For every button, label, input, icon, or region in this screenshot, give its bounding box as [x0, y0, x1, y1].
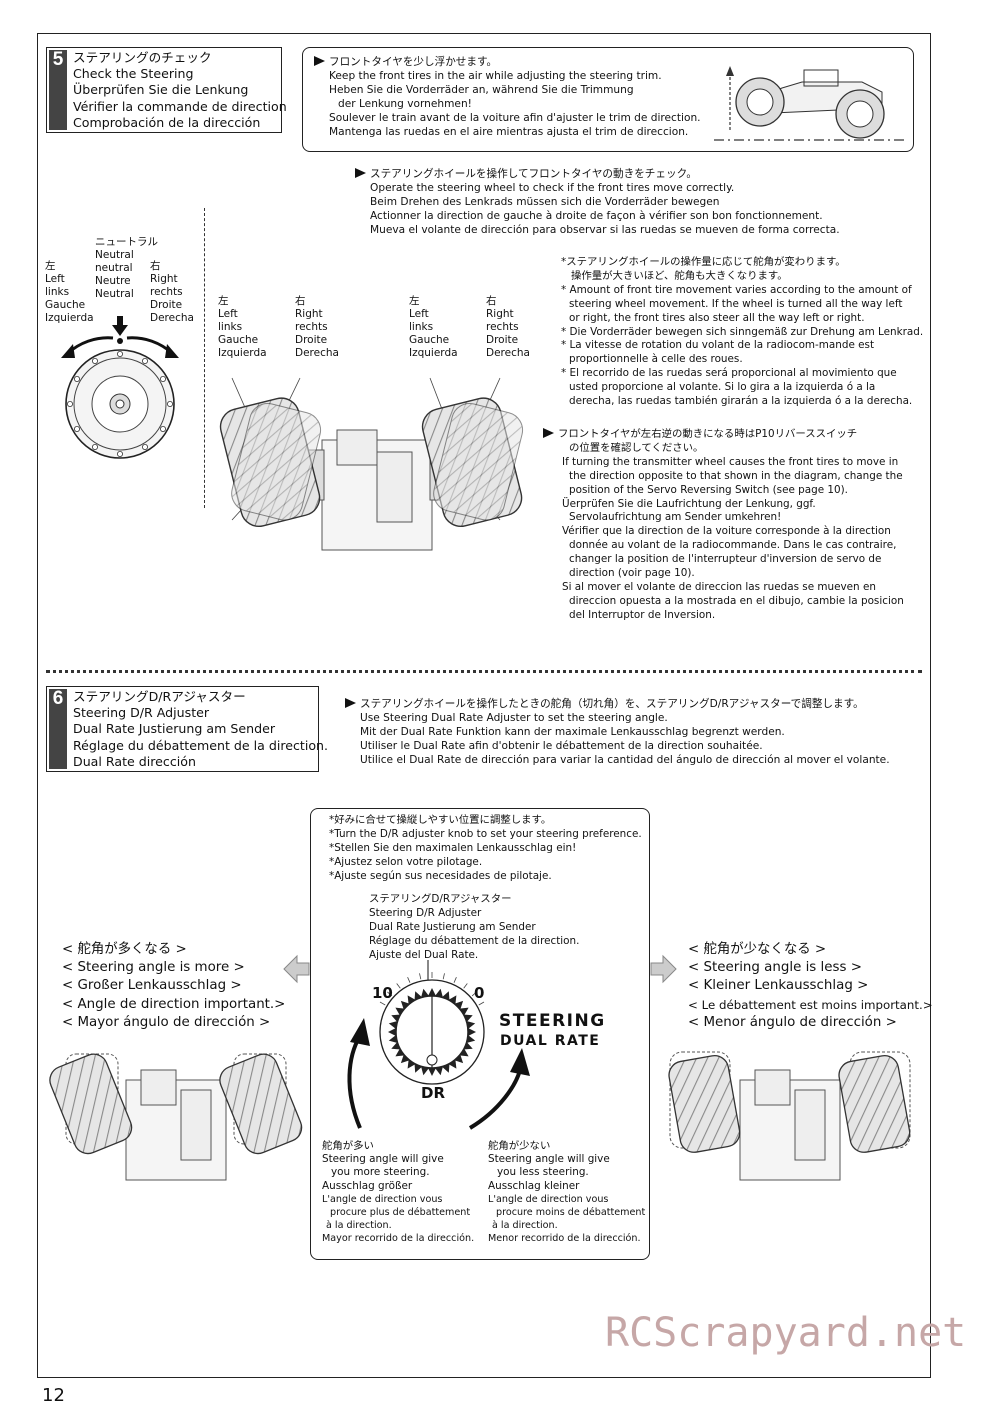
- step6-title-es: Dual Rate dirección: [73, 753, 196, 769]
- dial-tick: [471, 991, 477, 997]
- more-steering-note: 舵角が多い Steering angle will give you more …: [322, 1140, 475, 1245]
- step5-number: 5: [49, 49, 67, 130]
- arrow-bullet-icon: [355, 168, 366, 178]
- steering-less-label: < 舵角が少なくなる >< Steering angle is less >< …: [688, 942, 933, 1030]
- section-divider: [46, 670, 922, 673]
- steering-wheel-diagram: [61, 316, 179, 459]
- dial-tick: [478, 1001, 485, 1006]
- arrow-left-icon: [283, 954, 310, 984]
- dial-tick: [453, 977, 457, 983]
- arrow-bullet-icon: [345, 698, 356, 708]
- watermark: RCScrapyard.net: [605, 1310, 967, 1356]
- step6-number: 6: [49, 688, 67, 769]
- step5-title-en: Check the Steering: [73, 66, 194, 82]
- dial-tick: [396, 983, 401, 989]
- step5-lift-note: フロントタイヤを少し浮かせます。 Keep the front tires in…: [314, 55, 701, 139]
- brand-steering: STEERING: [499, 1011, 606, 1031]
- step6-title-ja: ステアリングD/Rアジャスター: [73, 689, 246, 704]
- step5-title-fr: Vérifier la commande de direction: [73, 98, 287, 114]
- step5-title-ja: ステアリングのチェック: [73, 50, 212, 65]
- step5-title-es: Comprobación de la dirección: [73, 114, 261, 130]
- dual-rate-dial: [347, 960, 530, 1130]
- front-tires-illustration: [219, 377, 524, 551]
- step5-lift-note-box: [302, 47, 914, 152]
- step6-title-box: 6 ステアリングD/Rアジャスター Steering D/R Adjuster …: [46, 686, 328, 772]
- dial-tick: [419, 973, 422, 980]
- preference-note: *好みに合せて操縦しやすい位置に調整します。*Turn the D/R adju…: [329, 814, 642, 882]
- page-frame: [37, 33, 931, 1378]
- step6-title-en: Steering D/R Adjuster: [73, 705, 210, 721]
- dial-max-label: 10: [372, 984, 393, 1002]
- step5-notes: *ステアリングホイールの操作量に応じて舵角が変わります。 操作量が大きいほど、舵…: [561, 256, 924, 408]
- arrow-bullet-icon: [314, 56, 325, 66]
- step5-title-de: Überprüfen Sie die Lenkung: [73, 82, 249, 98]
- dial-tick: [407, 977, 411, 983]
- step6-title-de: Dual Rate Justierung am Sender: [73, 721, 275, 737]
- dial-min-label: 0: [474, 984, 485, 1002]
- arrow-right-icon: [650, 954, 677, 984]
- step5-divider: [204, 208, 205, 508]
- dial-dr-label: DR: [421, 1084, 446, 1102]
- brand-dual-rate: DUAL RATE: [500, 1033, 601, 1049]
- step5-title-box: 5 ステアリングのチェック Check the Steering Überprü…: [46, 47, 287, 133]
- dial-tick: [442, 973, 445, 980]
- less-steering-note: 舵角が少ない Steering angle will give you less…: [488, 1140, 646, 1245]
- dial-tick: [379, 1001, 386, 1006]
- dial-tick: [463, 983, 468, 989]
- step6-instructions: ステアリングホイールを操作したときの舵角（切れ角）を、ステアリングD/Rアジャス…: [345, 697, 890, 767]
- step6-title-fr: Réglage du débattement de la direction.: [73, 737, 329, 753]
- arrow-bullet-icon: [543, 428, 554, 438]
- page-number: 12: [42, 1385, 65, 1406]
- dual-rate-panel: [310, 808, 650, 1260]
- truck-side-illustration: [714, 66, 908, 141]
- step5-check-instructions: ステアリングホイールを操作してフロントタイヤの動きをチェック。 Operate …: [355, 167, 840, 237]
- steering-more-label: < 舵角が多くなる >< Steering angle is more >< G…: [62, 942, 286, 1030]
- less-steering-illustration: [668, 1051, 911, 1181]
- reverse-switch-note: フロントタイヤが左右逆の動きになる時はP10リバーススイッチ の位置を確認してく…: [543, 428, 904, 623]
- more-steering-illustration: [49, 1053, 303, 1181]
- dial-tick: [387, 991, 393, 997]
